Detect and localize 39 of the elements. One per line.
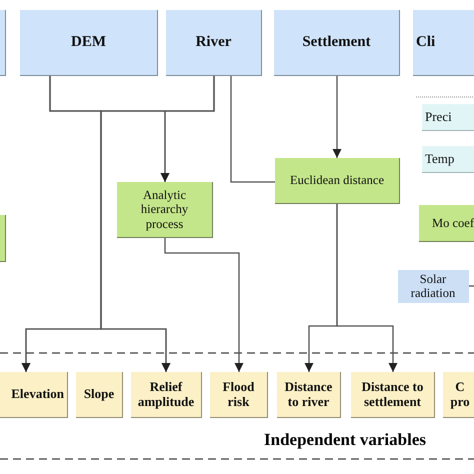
connector-arrow (332, 76, 342, 158)
method-box (419, 205, 474, 242)
node-text: Relief amplitude (136, 380, 196, 410)
factor-box (422, 146, 474, 173)
variable-box (131, 372, 202, 418)
node-text: Mo coef (432, 216, 474, 230)
node-text: C pro (449, 380, 471, 410)
data-source-box (20, 10, 158, 76)
variable-box (0, 372, 68, 418)
method-box (275, 158, 400, 204)
variable-box (443, 372, 474, 418)
connector-arrow (164, 238, 244, 372)
variable-box (277, 372, 341, 418)
node-text: Temp (425, 152, 454, 166)
data-source-box (413, 10, 474, 76)
node-text: Solar radiation (410, 272, 456, 300)
node-text: River (196, 34, 232, 52)
variable-box (351, 372, 435, 418)
node-text: Slope (84, 387, 114, 402)
section-label: Independent variables (263, 430, 427, 450)
node-text: Settlement (302, 34, 371, 52)
method-box (117, 182, 213, 238)
node-text: Analytic hierarchy process (140, 188, 190, 232)
node-text: Flood risk (222, 380, 256, 410)
variable-box (210, 372, 268, 418)
connector-arrow (100, 76, 215, 372)
connector-arrow (336, 204, 398, 372)
factor-box (422, 104, 474, 131)
node-text: Elevation (11, 387, 64, 402)
node-text: Cli (416, 34, 436, 52)
node-text: Preci (425, 110, 452, 124)
node-text: DEM (71, 34, 106, 52)
node-text: Distance to river (284, 380, 334, 410)
data-source-box (166, 10, 262, 76)
node-text: Euclidean distance (290, 173, 384, 188)
variable-box (76, 372, 123, 418)
data-source-box (398, 270, 469, 303)
data-source-box (274, 10, 400, 76)
node-text: Distance to settlement (360, 380, 424, 410)
